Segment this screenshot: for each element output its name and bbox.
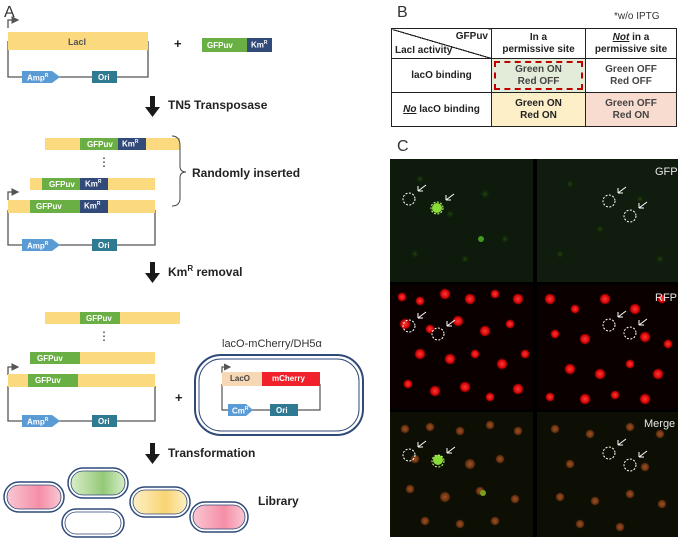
ori-label: Ori	[98, 417, 110, 426]
microscopy-grid: GFP RFP Merge	[390, 159, 678, 537]
library-label: Library	[258, 494, 299, 508]
cmr-arrow	[228, 404, 253, 416]
plus-sign: +	[174, 36, 182, 51]
mcherry-label: mCherry	[272, 374, 305, 383]
removed-linear-1	[45, 312, 180, 324]
kmr-label: KmR	[85, 179, 102, 189]
library-cell-green	[67, 467, 129, 499]
gfpuv-cassette	[202, 38, 247, 52]
row-laco-binding: lacO binding	[391, 58, 492, 93]
ori-label: Ori	[276, 406, 288, 415]
laci-label: LacI	[68, 37, 87, 47]
laci-plasmid	[7, 16, 149, 83]
panel-letter-c: C	[397, 138, 409, 155]
merge-image-right	[537, 412, 678, 537]
ampr-label: AmpR	[27, 417, 49, 427]
laco-box	[222, 372, 262, 386]
panel-letter-b: B	[397, 4, 408, 21]
label-rfp: RFP	[655, 292, 677, 304]
inserted-linear-2	[30, 178, 155, 190]
cmr-label: CmR	[232, 406, 249, 416]
gfpuv-label: GFPuv	[37, 354, 63, 363]
gfpuv-label: GFPuv	[49, 180, 75, 189]
inserted-plasmid	[7, 188, 156, 251]
microscopy-images	[390, 159, 678, 537]
gfpuv-label: GFPuv	[86, 314, 112, 323]
ori-label: Ori	[98, 241, 110, 250]
library-cell-pink	[3, 481, 65, 513]
mcherry-box	[262, 372, 320, 386]
down-arrow-icon	[145, 96, 160, 117]
gfpuv-label: GFPuv	[35, 376, 61, 385]
gfpuv-label: GFPuv	[36, 202, 62, 211]
kmr-label: KmR	[251, 40, 268, 50]
ori-label: Ori	[98, 73, 110, 82]
rfp-image-right	[537, 285, 678, 409]
reporter-title: lacO-mCherry/DH5α	[222, 338, 322, 350]
randomly-inserted-label: Randomly inserted	[192, 166, 301, 180]
step-transformation: Transformation	[168, 446, 256, 460]
gfp-image-left	[390, 159, 533, 282]
reporter-cell	[194, 354, 364, 436]
step-kmr-removal: KmR removal	[168, 264, 243, 279]
ampr-label: AmpR	[27, 73, 49, 83]
highlight-markers	[402, 184, 648, 472]
laci-gene	[8, 32, 148, 50]
down-arrow-icon	[145, 262, 160, 283]
library-cells	[3, 467, 249, 538]
label-gfp: GFP	[655, 166, 678, 178]
row-no-laco-binding: No lacO binding	[391, 92, 492, 127]
header-corner: GFPuv LacI activity	[391, 28, 492, 59]
iptg-note: *w/o IPTG	[614, 11, 660, 22]
ellipsis: ⋮	[98, 329, 110, 343]
header-gfpuv: GFPuv	[455, 31, 488, 42]
gfpuv-label: GFPuv	[87, 140, 113, 149]
panel-a-diagram	[3, 16, 364, 538]
down-arrow-icon	[145, 443, 160, 464]
removed-plasmid	[7, 363, 156, 427]
laco-label: LacO	[230, 374, 251, 383]
gfpuv-label: GFPuv	[207, 41, 233, 50]
ori-box	[92, 71, 117, 83]
kmr-label: KmR	[84, 201, 101, 211]
ellipsis: ⋮	[98, 155, 110, 169]
panel-letter-a: A	[4, 4, 15, 21]
library-cell-yellow	[129, 486, 191, 518]
plus-sign: +	[175, 390, 183, 405]
kmr-label: KmR	[122, 139, 139, 149]
removed-linear-2	[30, 352, 155, 364]
ampr-label: AmpR	[27, 241, 49, 251]
header-laci-activity: LacI activity	[395, 45, 453, 56]
label-merge: Merge	[644, 418, 676, 430]
library-cell-empty	[61, 508, 125, 538]
inserted-linear-1	[45, 138, 180, 150]
kmr-cassette	[247, 38, 272, 52]
bracket	[171, 135, 187, 207]
library-cell-pink-2	[189, 501, 249, 533]
ampr-arrow	[22, 71, 60, 83]
gfp-image-right	[537, 159, 678, 282]
step-tn5: TN5 Transposase	[168, 98, 268, 112]
